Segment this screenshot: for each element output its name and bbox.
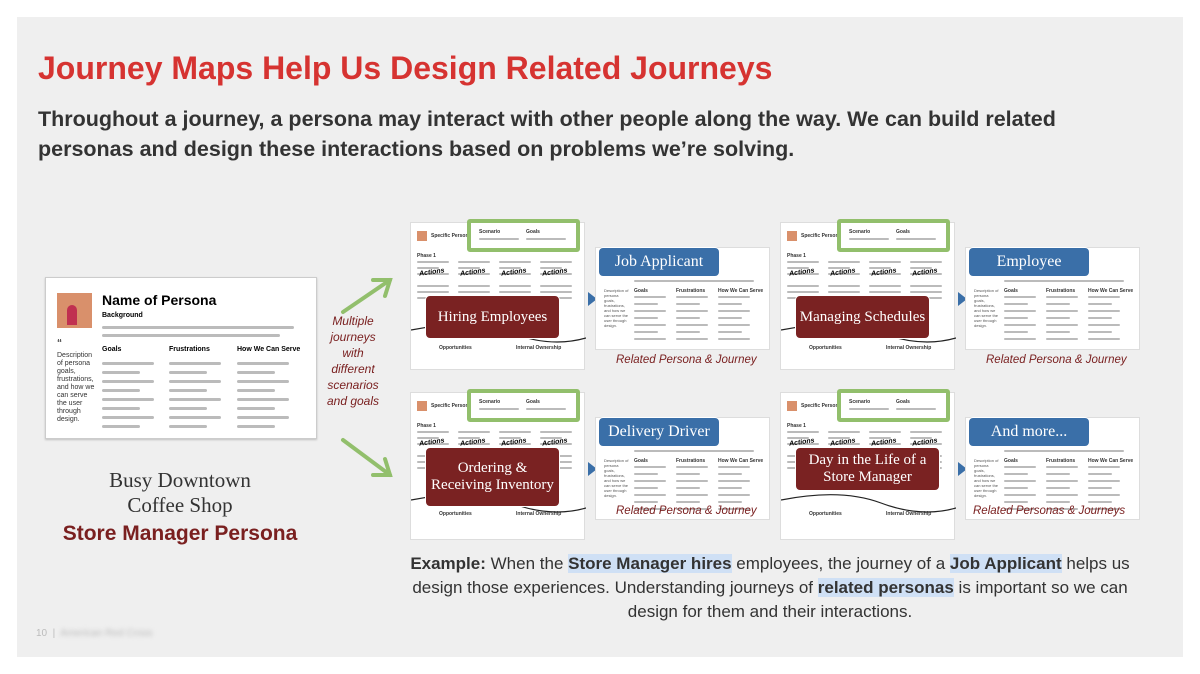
arrow-right-icon: [958, 292, 967, 306]
journey-label: Hiring Employees: [425, 295, 560, 339]
example-text: Example: When the Store Manager hires em…: [410, 554, 1130, 621]
persona-background-label: Background: [102, 312, 143, 319]
arrow-right-icon: [588, 462, 597, 476]
scenario-goals-highlight: Scenario Goals: [467, 219, 580, 252]
quote-open-icon: “: [57, 338, 62, 349]
persona-name: Name of Persona: [102, 292, 217, 308]
multiple-journeys-label: Multiple journeys with different scenari…: [326, 314, 380, 408]
arrow-right-icon: [958, 462, 967, 476]
related-caption: Related Persona & Journey: [986, 354, 1127, 366]
arrow-right-icon: [588, 292, 597, 306]
related-persona-label: Delivery Driver: [598, 417, 720, 447]
footer: 10 | American Red Cross: [36, 628, 153, 639]
persona-card: Name of Persona Background “ Description…: [45, 277, 317, 439]
scenario-goals-highlight: Scenario Goals: [837, 389, 950, 422]
persona-caption-role: Store Manager Persona: [62, 522, 298, 545]
slide-subtitle: Throughout a journey, a persona may inte…: [38, 107, 1056, 161]
persona-quote: Description of persona goals, frustratio…: [57, 352, 95, 423]
avatar: [57, 293, 92, 328]
branch-arrows: [341, 278, 393, 477]
slide-title: Journey Maps Help Us Design Related Jour…: [38, 50, 773, 86]
journey-label: Day in the Life of a Store Manager: [795, 447, 940, 491]
column-serve: How We Can Serve: [237, 346, 301, 353]
scenario-goals-highlight: Scenario Goals: [467, 389, 580, 422]
related-persona-label: Job Applicant: [598, 247, 720, 277]
related-caption: Related Persona & Journey: [616, 505, 757, 517]
column-goals: Goals: [102, 346, 122, 353]
column-frustrations: Frustrations: [169, 346, 210, 353]
related-caption: Related Persona & Journey: [616, 354, 757, 366]
scenario-goals-highlight: Scenario Goals: [837, 219, 950, 252]
related-persona-label: Employee: [968, 247, 1090, 277]
related-persona-label: And more...: [968, 417, 1090, 447]
journey-label: Managing Schedules: [795, 295, 930, 339]
journey-label: Ordering & Receiving Inventory: [425, 447, 560, 507]
related-caption: Related Personas & Journeys: [973, 505, 1126, 517]
